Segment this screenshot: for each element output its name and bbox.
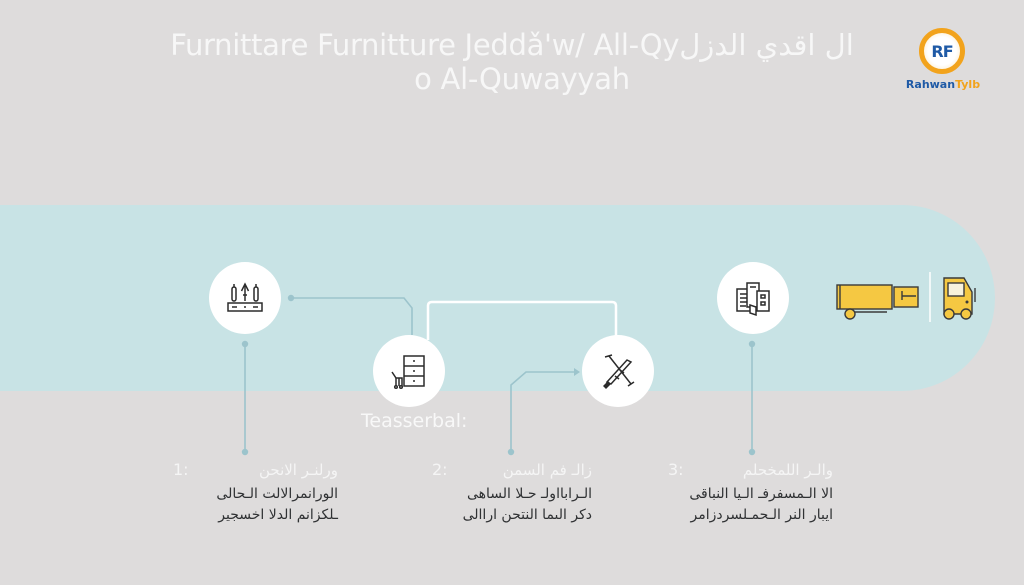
moving-trucks (832, 270, 982, 326)
step-2-number: 2: (432, 460, 448, 479)
step-1: ورلنـر الانحن 1: الورانمرالالت الـحالى ـ… (173, 459, 338, 526)
step-3-number: 3: (668, 460, 684, 479)
step-1-description: الورانمرالالت الـحالى ـلكزانم الدلا اخسج… (173, 484, 338, 526)
step-2-description: الـرابااولـ حـلا الساهى دكر الىما النتحن… (432, 484, 592, 526)
step-2-line-2: دكر الىما النتحن اراالى (462, 507, 592, 523)
disassembly-tools-icon (227, 282, 263, 312)
title-line-2: o Al-Quwayyah (414, 62, 630, 96)
step-1-line-1: الورانمرالالت الـحالى (216, 486, 338, 502)
step-3-description: الا الـمسفرفـ الـيا النباقى ايبار النر ا… (668, 484, 833, 526)
step-2-heading-row: زالـ فم السمن 2: (432, 459, 592, 481)
title-line-1: Furnittare Furnitture Jeddǎ'w/ All-Qyال … (170, 28, 854, 62)
step-2-heading: زالـ فم السمن (502, 461, 592, 479)
step-1-heading: ورلنـر الانحن (258, 461, 338, 479)
logo-ring-icon: RF (919, 28, 965, 74)
step-node-documentation (717, 262, 789, 334)
logo-name-part2: Tylb (955, 78, 981, 91)
step-node-packing (373, 335, 445, 407)
step-node-disassembly (209, 262, 281, 334)
step-3-heading: والـر اللمخحلم (742, 461, 833, 479)
step-2-line-1: الـرابااولـ حـلا الساهى (466, 486, 592, 502)
step-1-number: 1: (173, 460, 189, 479)
crossed-tools-icon (603, 354, 635, 389)
step-1-line-2: ـلكزانم الدلا اخسجير (218, 507, 338, 523)
documents-icon (736, 282, 770, 317)
step-3-heading-row: والـر اللمخحلم 3: (668, 459, 833, 481)
process-band (0, 205, 995, 391)
step-3-line-2: ايبار النر الـحمـلسردزامر (690, 507, 834, 523)
step-3-line-1: الا الـمسفرفـ الـيا النباقى (689, 486, 833, 502)
step-3: والـر اللمخحلم 3: الا الـمسفرفـ الـيا ال… (668, 459, 833, 526)
page-title: Furnittare Furnitture Jeddǎ'w/ All-Qyال … (0, 28, 1024, 96)
logo-wordmark: RahwanTylb (903, 78, 983, 91)
step-2: زالـ فم السمن 2: الـرابااولـ حـلا الساهى… (432, 459, 592, 526)
cabinet-dolly-icon (391, 355, 425, 390)
step-node-assembly (582, 335, 654, 407)
step-1-heading-row: ورلنـر الانحن 1: (173, 459, 338, 481)
logo-monogram: RF (931, 41, 953, 61)
moving-trucks-icon (836, 277, 976, 320)
logo-name-part1: Rahwan (905, 78, 956, 91)
brand-logo: RF RahwanTylb (903, 28, 983, 98)
diagram-subtitle: Teasserbal: (361, 410, 468, 432)
